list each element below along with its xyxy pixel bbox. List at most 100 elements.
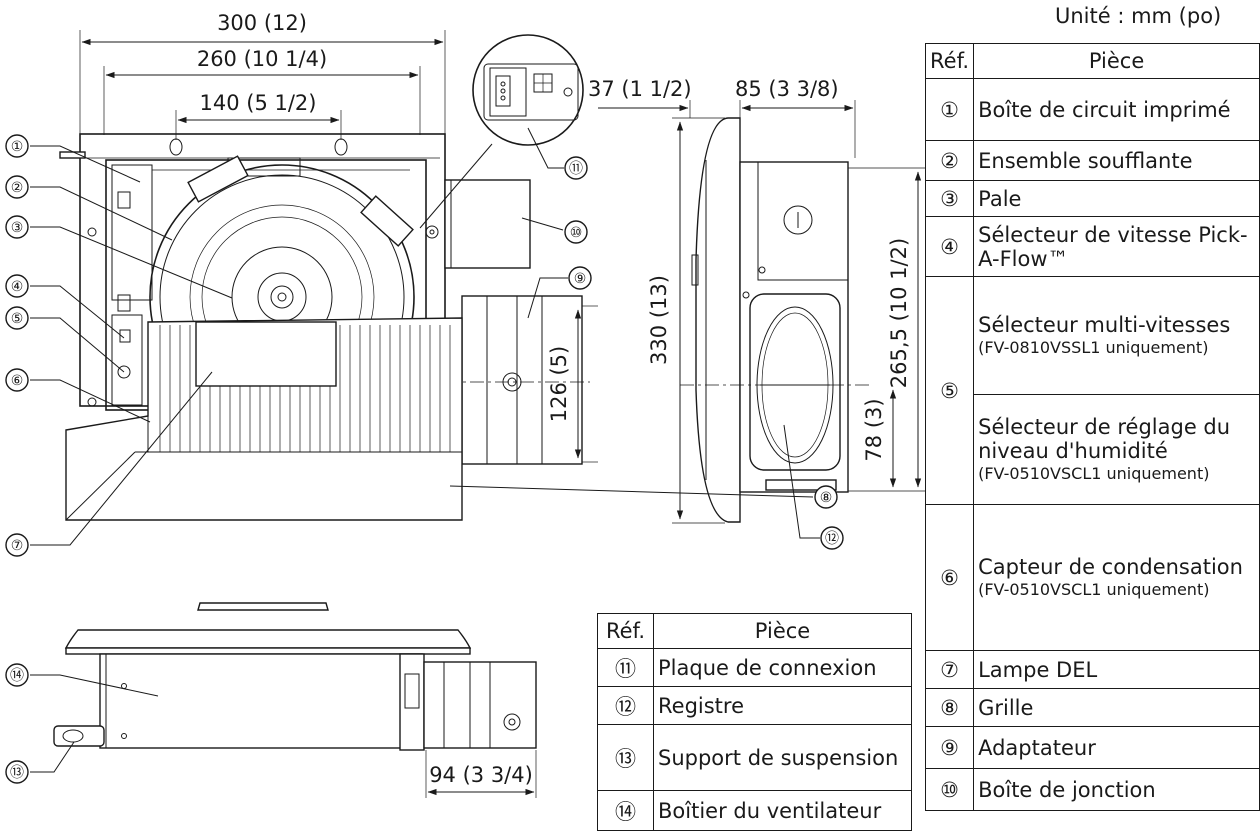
- table-header-row: Réf. Pièce: [597, 613, 912, 649]
- part-name: Plaque de connexion: [653, 648, 912, 687]
- dim-face-depth: 37 (1 1/2): [588, 77, 692, 101]
- front-view: [59, 30, 598, 521]
- ref-cell: ⑧: [924, 688, 975, 727]
- part-name: Sélecteur de réglage du niveau d'humidit…: [978, 415, 1231, 463]
- table-row: ⑤ Sélecteur multi-vitesses (FV-0810VSSL1…: [924, 276, 1260, 505]
- svg-text:⑦: ⑦: [11, 538, 24, 554]
- callout-2: ②: [5, 175, 29, 199]
- part-note: (FV-0810VSSL1 uniquement): [978, 338, 1209, 357]
- svg-text:⑭: ⑭: [10, 668, 24, 684]
- ref-cell: ⑩: [924, 768, 975, 811]
- callout-6: ⑥: [5, 368, 29, 392]
- ref-cell: ③: [924, 180, 975, 217]
- unit-label: Unité : mm (po): [1055, 4, 1222, 28]
- svg-text:⑥: ⑥: [11, 373, 24, 389]
- bottom-view: [53, 602, 537, 798]
- parts-table-small: Réf. Pièce ⑪ Plaque de connexion ⑫ Regis…: [597, 613, 912, 831]
- part-name: Boîte de jonction: [973, 768, 1260, 811]
- dim-duct-offset: 78 (3): [862, 398, 886, 461]
- ref-cell: ⑨: [924, 726, 975, 769]
- callout-5: ⑤: [5, 306, 29, 330]
- callout-12: ⑫: [820, 526, 844, 550]
- part-name: Ensemble soufflante: [973, 140, 1260, 181]
- callout-9: ⑨: [568, 266, 592, 290]
- ref-cell: ⑤: [924, 276, 975, 505]
- leader-lines: [30, 127, 820, 773]
- ref-cell: ⑪: [597, 648, 654, 687]
- part-cell: Sélecteur de réglage du niveau d'humidit…: [973, 394, 1260, 505]
- part-cell: Capteur de condensation (FV-0510VSCL1 un…: [973, 504, 1260, 651]
- table-row: ① Boîte de circuit imprimé: [924, 78, 1260, 141]
- callout-8: ⑧: [814, 485, 838, 509]
- part-cell: Sélecteur multi-vitesses (FV-0810VSSL1 u…: [973, 276, 1260, 395]
- table-row: ⑦ Lampe DEL: [924, 650, 1260, 689]
- svg-text:④: ④: [11, 279, 24, 295]
- part-name: Sélecteur multi-vitesses: [978, 313, 1231, 337]
- svg-text:⑬: ⑬: [10, 765, 24, 781]
- dim-width-overall: 300 (12): [217, 11, 307, 35]
- callouts: ① ② ③ ④ ⑤ ⑥ ⑦ ⑧ ⑨ ⑩ ⑪ ⑫ ⑬ ⑭: [5, 134, 844, 784]
- callout-10: ⑩: [564, 220, 588, 244]
- column-header-ref: Réf.: [597, 613, 654, 649]
- table-row: ⑫ Registre: [597, 686, 912, 725]
- grille-louvers: [159, 325, 451, 452]
- callout-7: ⑦: [5, 533, 29, 557]
- dim-height-overall: 330 (13): [647, 275, 671, 365]
- dim-hole-spacing: 140 (5 1/2): [200, 91, 317, 115]
- ref-cell: ⑫: [597, 686, 654, 725]
- ref-cell: ⑥: [924, 504, 975, 651]
- table-row: ② Ensemble soufflante: [924, 140, 1260, 181]
- table-row: ③ Pale: [924, 180, 1260, 217]
- ref-cell: ①: [924, 78, 975, 141]
- table-header-row: Réf. Pièce: [924, 43, 1260, 79]
- table-row: ⑧ Grille: [924, 688, 1260, 727]
- svg-text:⑩: ⑩: [570, 225, 583, 241]
- svg-text:⑪: ⑪: [569, 161, 583, 177]
- table-row: ⑥ Capteur de condensation (FV-0510VSCL1 …: [924, 504, 1260, 651]
- column-header-part: Pièce: [653, 613, 912, 649]
- part-name: Registre: [653, 686, 912, 725]
- table-row: ④ Sélecteur de vitesse Pick-A-Flow™: [924, 216, 1260, 277]
- callout-13: ⑬: [5, 760, 29, 784]
- column-header-part: Pièce: [973, 43, 1260, 79]
- dim-body-height: 265,5 (10 1/2): [887, 238, 911, 388]
- part-name: Boîtier du ventilateur: [653, 790, 912, 831]
- part-note: (FV-0510VSCL1 uniquement): [978, 580, 1210, 599]
- callout-1: ①: [5, 134, 29, 158]
- part-note: (FV-0510VSCL1 uniquement): [978, 464, 1210, 483]
- svg-text:②: ②: [11, 180, 24, 196]
- svg-text:⑧: ⑧: [820, 490, 833, 506]
- table-row: Sélecteur de réglage du niveau d'humidit…: [926, 394, 1260, 505]
- svg-text:①: ①: [11, 139, 24, 155]
- connection-plate-inset: [419, 34, 584, 229]
- part-name: Boîte de circuit imprimé: [973, 78, 1260, 141]
- svg-text:⑤: ⑤: [11, 311, 24, 327]
- ref-cell: ⑦: [924, 650, 975, 689]
- table-row: ⑭ Boîtier du ventilateur: [597, 790, 912, 831]
- part-name: Adaptateur: [973, 726, 1260, 769]
- part-name: Support de suspension: [653, 724, 912, 791]
- table-row: ⑩ Boîte de jonction: [924, 768, 1260, 811]
- dim-body-depth: 85 (3 3/8): [735, 77, 839, 101]
- callout-14: ⑭: [5, 663, 29, 687]
- ref-cell: ⑭: [597, 790, 654, 831]
- part-name: Pale: [973, 180, 1260, 217]
- part-name: Capteur de condensation: [978, 555, 1243, 579]
- svg-text:⑫: ⑫: [825, 531, 839, 547]
- dimension-labels: 300 (12) 260 (10 1/4) 140 (5 1/2) 37 (1 …: [197, 11, 911, 787]
- svg-text:⑨: ⑨: [574, 271, 587, 287]
- side-view: [598, 100, 925, 524]
- callout-11: ⑪: [564, 156, 588, 180]
- svg-text:③: ③: [11, 220, 24, 236]
- table-row: ⑨ Adaptateur: [924, 726, 1260, 769]
- part-name: Lampe DEL: [973, 650, 1260, 689]
- table-row: ⑪ Plaque de connexion: [597, 648, 912, 687]
- ref-cell: ⑬: [597, 724, 654, 791]
- dim-duct-diameter: 126 (5): [547, 346, 571, 423]
- part-name: Sélecteur de vitesse Pick-A-Flow™: [973, 216, 1260, 277]
- part-name: Grille: [973, 688, 1260, 727]
- parts-table-main: Réf. Pièce ① Boîte de circuit imprimé ② …: [924, 43, 1260, 811]
- ref-cell: ④: [924, 216, 975, 277]
- dim-width-inner: 260 (10 1/4): [197, 47, 327, 71]
